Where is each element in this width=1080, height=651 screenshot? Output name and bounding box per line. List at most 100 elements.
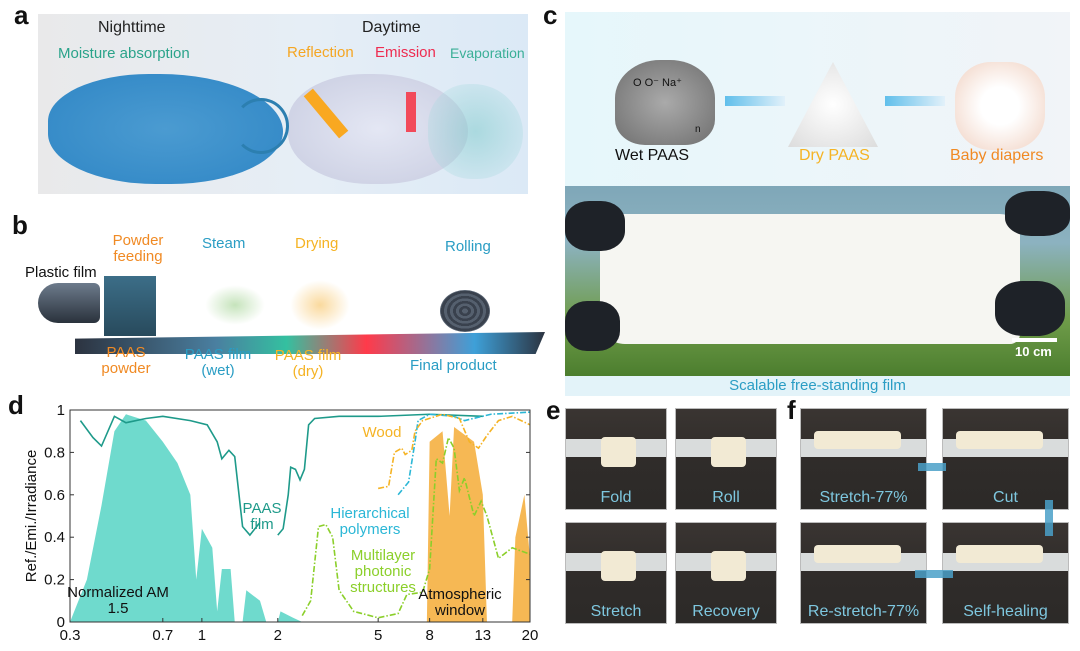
steam-label: Steam [202, 235, 246, 252]
annotation-line: Hierarchical [330, 505, 409, 522]
panel-label-f: f [787, 395, 796, 425]
powder-feeding-label: Powder feeding [112, 232, 164, 265]
annotation-line: window [434, 602, 485, 619]
y-tick-label: 0.4 [44, 529, 65, 546]
panel-label-e: e [546, 395, 561, 425]
y-tick-label: 1 [57, 402, 65, 419]
conveyor-belt [75, 332, 545, 354]
annotation-line: 1.5 [108, 600, 129, 617]
panel-c: O O⁻ Na⁺ n Wet PAAS Dry PAAS Baby diaper… [565, 12, 1070, 396]
annotation-line: structures [350, 579, 416, 596]
film-sample [813, 431, 901, 449]
photo-tile: Re-stretch-77% [800, 522, 927, 624]
tile-label: Stretch [590, 603, 642, 620]
glove-bottom-left [565, 301, 620, 351]
film-sample [955, 545, 1043, 563]
evaporation-label: Evaporation [450, 45, 525, 61]
series-wood [377, 413, 531, 490]
glove-top-left [565, 201, 625, 251]
chemical-formula: O O⁻ Na⁺ [633, 77, 682, 89]
area-normalized-am-1-5 [70, 414, 303, 622]
series-paas-film [79, 413, 483, 537]
reflection-label: Reflection [287, 44, 354, 61]
tile-label: Stretch-77% [819, 489, 908, 506]
x-tick-label: 5 [374, 627, 382, 644]
wet-paas-image [615, 60, 715, 145]
scale-bar-label: 10 cm [1015, 344, 1052, 359]
panel-a-illustration [38, 14, 528, 194]
arrow-down-icon [1045, 500, 1053, 536]
film-sample [601, 551, 636, 581]
photo-tile: Roll [675, 408, 777, 510]
y-tick-label: 0 [57, 614, 65, 631]
x-tick-label: 0.3 [60, 627, 81, 644]
powder-hopper [104, 276, 156, 336]
tile-label: Roll [712, 489, 740, 506]
x-tick-label: 0.7 [152, 627, 173, 644]
moisture-label: Moisture absorption [58, 45, 190, 62]
area-atmospheric-window [426, 426, 530, 622]
annotation-line: photonic [355, 563, 412, 580]
x-tick-label: 2 [274, 627, 282, 644]
y-tick-label: 0.2 [44, 572, 65, 589]
paas-dry-label: PAAS film (dry) [274, 347, 342, 380]
arrow-left-icon [725, 96, 785, 106]
cycle-arrow-icon [233, 98, 289, 154]
annotation-line: polymers [340, 521, 401, 538]
photo-tile: Stretch-77% [800, 408, 927, 510]
dry-paas-image [788, 62, 878, 147]
tile-label: Fold [600, 489, 632, 506]
panel-label-c: c [543, 0, 558, 30]
photo-tile: Stretch [565, 522, 667, 624]
x-tick-label: 13 [474, 627, 491, 644]
scale-bar [1012, 338, 1057, 342]
vapor-illustration [428, 84, 523, 179]
panel-label-a: a [14, 0, 29, 30]
arrow-right-icon [918, 463, 946, 471]
photo-tile: Self-healing [942, 522, 1069, 624]
emission-arrow-icon [406, 92, 416, 132]
tile-label: Self-healing [963, 603, 1048, 620]
daytime-label: Daytime [362, 19, 421, 36]
annotation-wood: Wood [363, 424, 402, 441]
annotation-line: Normalized AM [67, 584, 169, 601]
panel-label-d: d [8, 390, 24, 420]
nighttime-label: Nighttime [98, 19, 166, 36]
annotation-line: Wood [363, 424, 402, 441]
plot-frame [69, 409, 531, 623]
film-sample [813, 545, 901, 563]
x-tick-label: 1 [198, 627, 206, 644]
x-tick-label: 20 [522, 627, 539, 644]
x-tick-label: 8 [425, 627, 433, 644]
plastic-film-label: Plastic film [25, 264, 97, 281]
annotation-line: film [250, 516, 273, 533]
steam-illustration [205, 285, 265, 325]
film-sample [711, 437, 746, 467]
film-sample [601, 437, 636, 467]
glove-bottom-right [995, 281, 1065, 336]
photo-tile: Recovery [675, 522, 777, 624]
free-standing-film [600, 214, 1020, 344]
final-product-roll [440, 290, 490, 332]
y-tick-label: 0.6 [44, 487, 65, 504]
final-product-label: Final product [410, 357, 497, 374]
plastic-film-roll [38, 283, 100, 323]
annotation-line: Atmospheric [418, 586, 502, 603]
photo-tile: Cut [942, 408, 1069, 510]
dry-paas-label: Dry PAAS [799, 147, 870, 164]
annotation-line: Multilayer [351, 547, 415, 564]
baby-diaper-image [955, 62, 1045, 150]
film-sample [955, 431, 1043, 449]
paas-wet-label: PAAS film (wet) [184, 346, 252, 379]
y-tick-label: 0.8 [44, 444, 65, 461]
film-caption: Scalable free-standing film [565, 376, 1070, 396]
drying-label: Drying [295, 235, 339, 252]
baby-diapers-label: Baby diapers [950, 147, 1044, 164]
photo-tile: Fold [565, 408, 667, 510]
tile-label: Recovery [692, 603, 760, 620]
